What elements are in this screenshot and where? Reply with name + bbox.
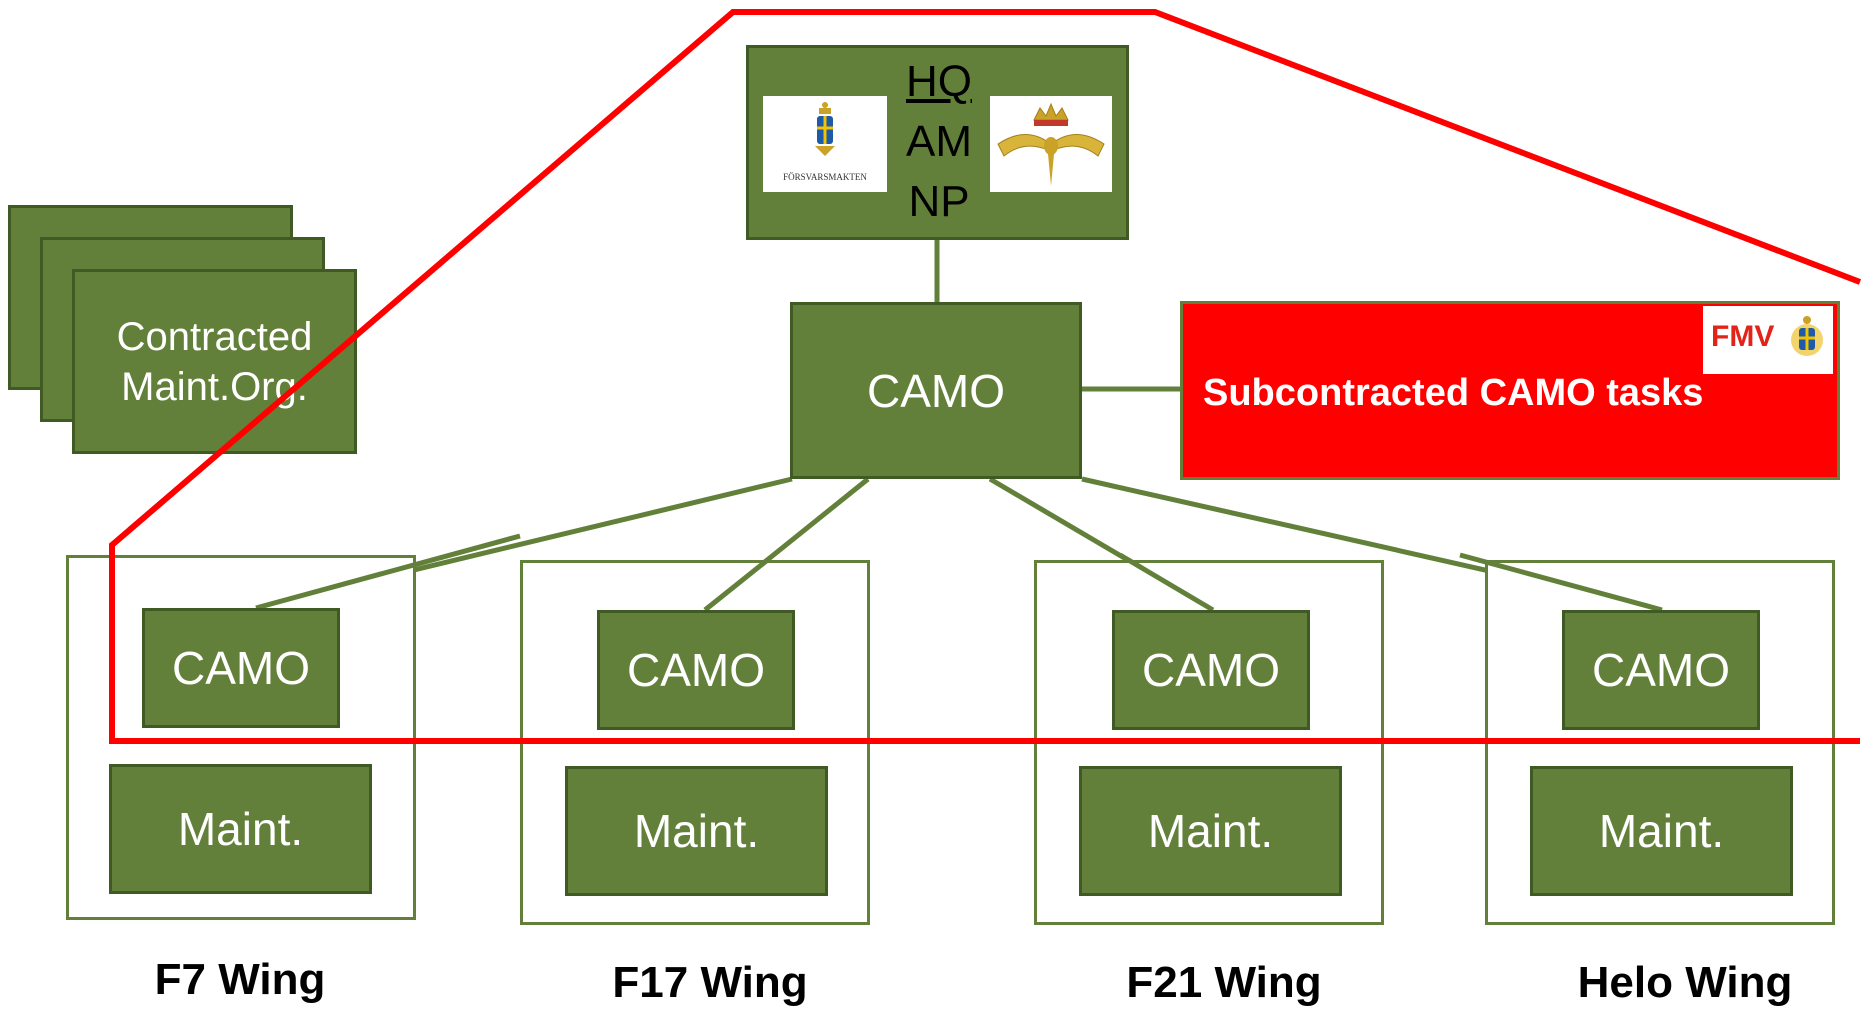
f7-wing-label: F7 Wing — [154, 955, 326, 1004]
am-label: AM — [906, 117, 972, 166]
forsvarsmakten-text: FÖRSVARSMAKTEN — [783, 172, 867, 182]
subcontracted-label: Subcontracted CAMO tasks — [1203, 372, 1704, 414]
subcontracted-camo-box: Subcontracted CAMO tasks FMV — [1180, 301, 1840, 480]
f17-maint-box: Maint. — [565, 766, 828, 896]
np-label: NP — [908, 177, 970, 226]
helo-connector-tip — [1459, 552, 1663, 613]
helo-camo-box: CAMO — [1562, 610, 1760, 730]
f21-connector-tip — [1118, 552, 1215, 613]
central-camo-box: CAMO — [790, 302, 1082, 479]
air-force-wings-crown-icon — [997, 102, 1105, 186]
f21-wing-label: F21 Wing — [1126, 958, 1322, 1007]
f17-wing-label: F17 Wing — [612, 958, 808, 1007]
f7-maint-box: Maint. — [109, 764, 372, 894]
f17-camo-box: CAMO — [597, 610, 795, 730]
hq-label: HQ — [906, 57, 972, 106]
hq-labels: HQ AM NP — [894, 52, 984, 232]
contracted-line1: Contracted — [116, 314, 313, 359]
air-force-logo — [990, 96, 1112, 192]
f21-camo-box: CAMO — [1112, 610, 1310, 730]
contracted-line2: Maint.Org. — [121, 364, 308, 409]
f7-camo-box: CAMO — [142, 608, 340, 728]
fmv-text: FMV — [1711, 320, 1775, 353]
helo-maint-box: Maint. — [1530, 766, 1793, 896]
contracted-org-box: Contracted Maint.Org. — [72, 269, 357, 454]
forsvarsmakten-logo: FÖRSVARSMAKTEN — [763, 96, 887, 192]
f17-connector-tip — [703, 556, 772, 612]
fmv-logo: FMV — [1703, 306, 1833, 374]
fmv-crest-icon — [1791, 316, 1823, 356]
f7-connector-tip — [255, 533, 521, 611]
helo-wing-label: Helo Wing — [1577, 958, 1793, 1007]
f21-maint-box: Maint. — [1079, 766, 1342, 896]
